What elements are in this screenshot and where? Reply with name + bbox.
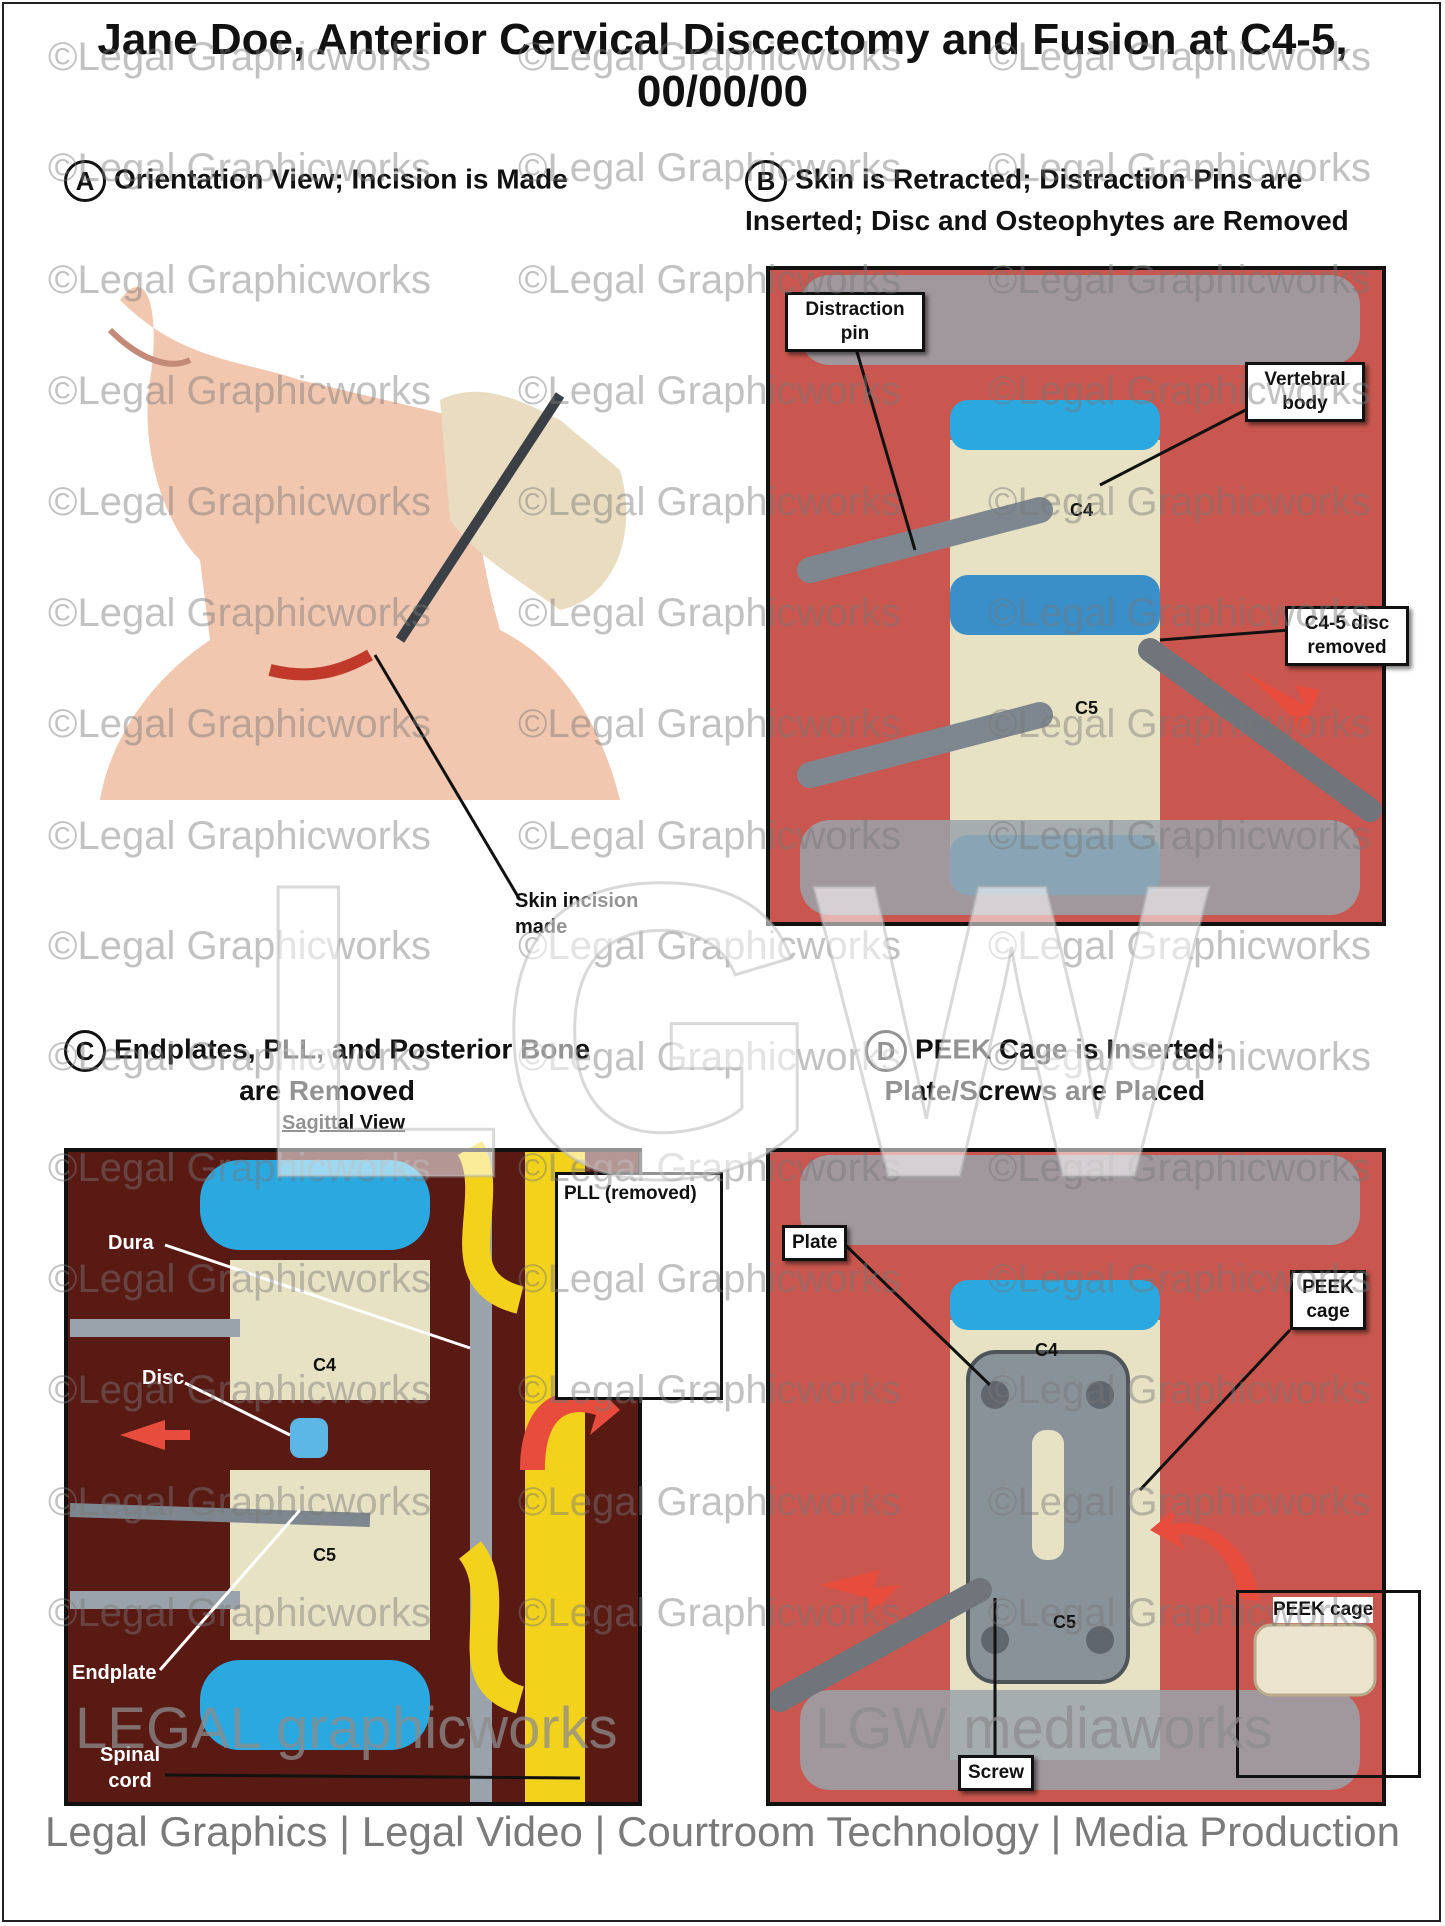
label-dura: Dura [108, 1232, 154, 1254]
label-endplate: Endplate [72, 1662, 157, 1684]
label-c45-disc-removed: C4-5 disc removed [1285, 606, 1409, 666]
label-pll-removed: PLL (removed) [564, 1183, 697, 1204]
panel-d-letter: D [865, 1030, 907, 1072]
peek-cage-inset: PEEK cage [1236, 1590, 1421, 1778]
panel-c-frame [64, 1148, 642, 1806]
panel-d-title-1: PEEK Cage is Inserted; [915, 1033, 1225, 1065]
panel-a-title: Orientation View; Incision is Made [114, 163, 568, 195]
label-peek-cage-inset: PEEK cage [1273, 1597, 1374, 1623]
label-disc: Disc [142, 1367, 185, 1389]
panel-b-frame [766, 266, 1386, 926]
title-line-1: Jane Doe, Anterior Cervical Discectomy a… [97, 15, 1348, 64]
label-c-c5: C5 [313, 1545, 337, 1565]
label-screw: Screw [958, 1755, 1034, 1791]
panel-a-letter: A [64, 160, 106, 202]
scalpel [395, 392, 565, 643]
incision-mark [268, 649, 373, 681]
label-spinal-cord: Spinal cord [99, 1744, 160, 1792]
neck-illustration [100, 287, 627, 901]
label-skin-incision: Skin incision made [515, 890, 639, 938]
glove-hand [440, 391, 627, 610]
panel-c-letter: C [64, 1030, 106, 1072]
panel-b-letter: B [745, 160, 787, 202]
label-c-c4: C4 [313, 1355, 337, 1375]
panel-c-title-2: are Removed [239, 1075, 415, 1106]
page-title: Jane Doe, Anterior Cervical Discectomy a… [0, 14, 1445, 118]
brand-lgw-mediaworks: LGW mediaworks [815, 1696, 1273, 1761]
footer-services: Legal Graphics | Legal Video | Courtroom… [45, 1808, 1400, 1855]
panel-d-frame [766, 1148, 1386, 1806]
label-peek-cage: PEEK cage [1290, 1270, 1366, 1330]
label-vertebral-body: Vertebral body [1245, 362, 1365, 422]
label-d-c4: C4 [1035, 1340, 1059, 1360]
surgical-view-d [766, 1148, 1386, 1806]
label-b-c5: C5 [1075, 698, 1099, 718]
panel-c-subheading: Sagittal View [282, 1112, 406, 1134]
pll-inset: PLL (removed) [555, 1172, 723, 1400]
title-line-2: 00/00/00 [636, 67, 809, 116]
panel-c-title-1: Endplates, PLL, and Posterior Bone [114, 1033, 591, 1065]
panel-d-title-2: Plate/Screws are Placed [884, 1075, 1206, 1106]
peek-cage-graphic [1253, 1623, 1377, 1697]
sagittal-view-c [64, 1141, 642, 1806]
label-distraction-pin: Distraction pin [785, 292, 925, 352]
label-plate: Plate [782, 1225, 848, 1261]
panel-b-title-2: Inserted; Disc and Osteophytes are Remov… [745, 205, 1349, 236]
label-b-c4: C4 [1070, 500, 1094, 520]
label-d-c5: C5 [1053, 1612, 1077, 1632]
brand-legal-graphicworks: LEGAL graphicworks [75, 1696, 618, 1761]
panel-b-title-1: Skin is Retracted; Distraction Pins are [795, 163, 1303, 195]
